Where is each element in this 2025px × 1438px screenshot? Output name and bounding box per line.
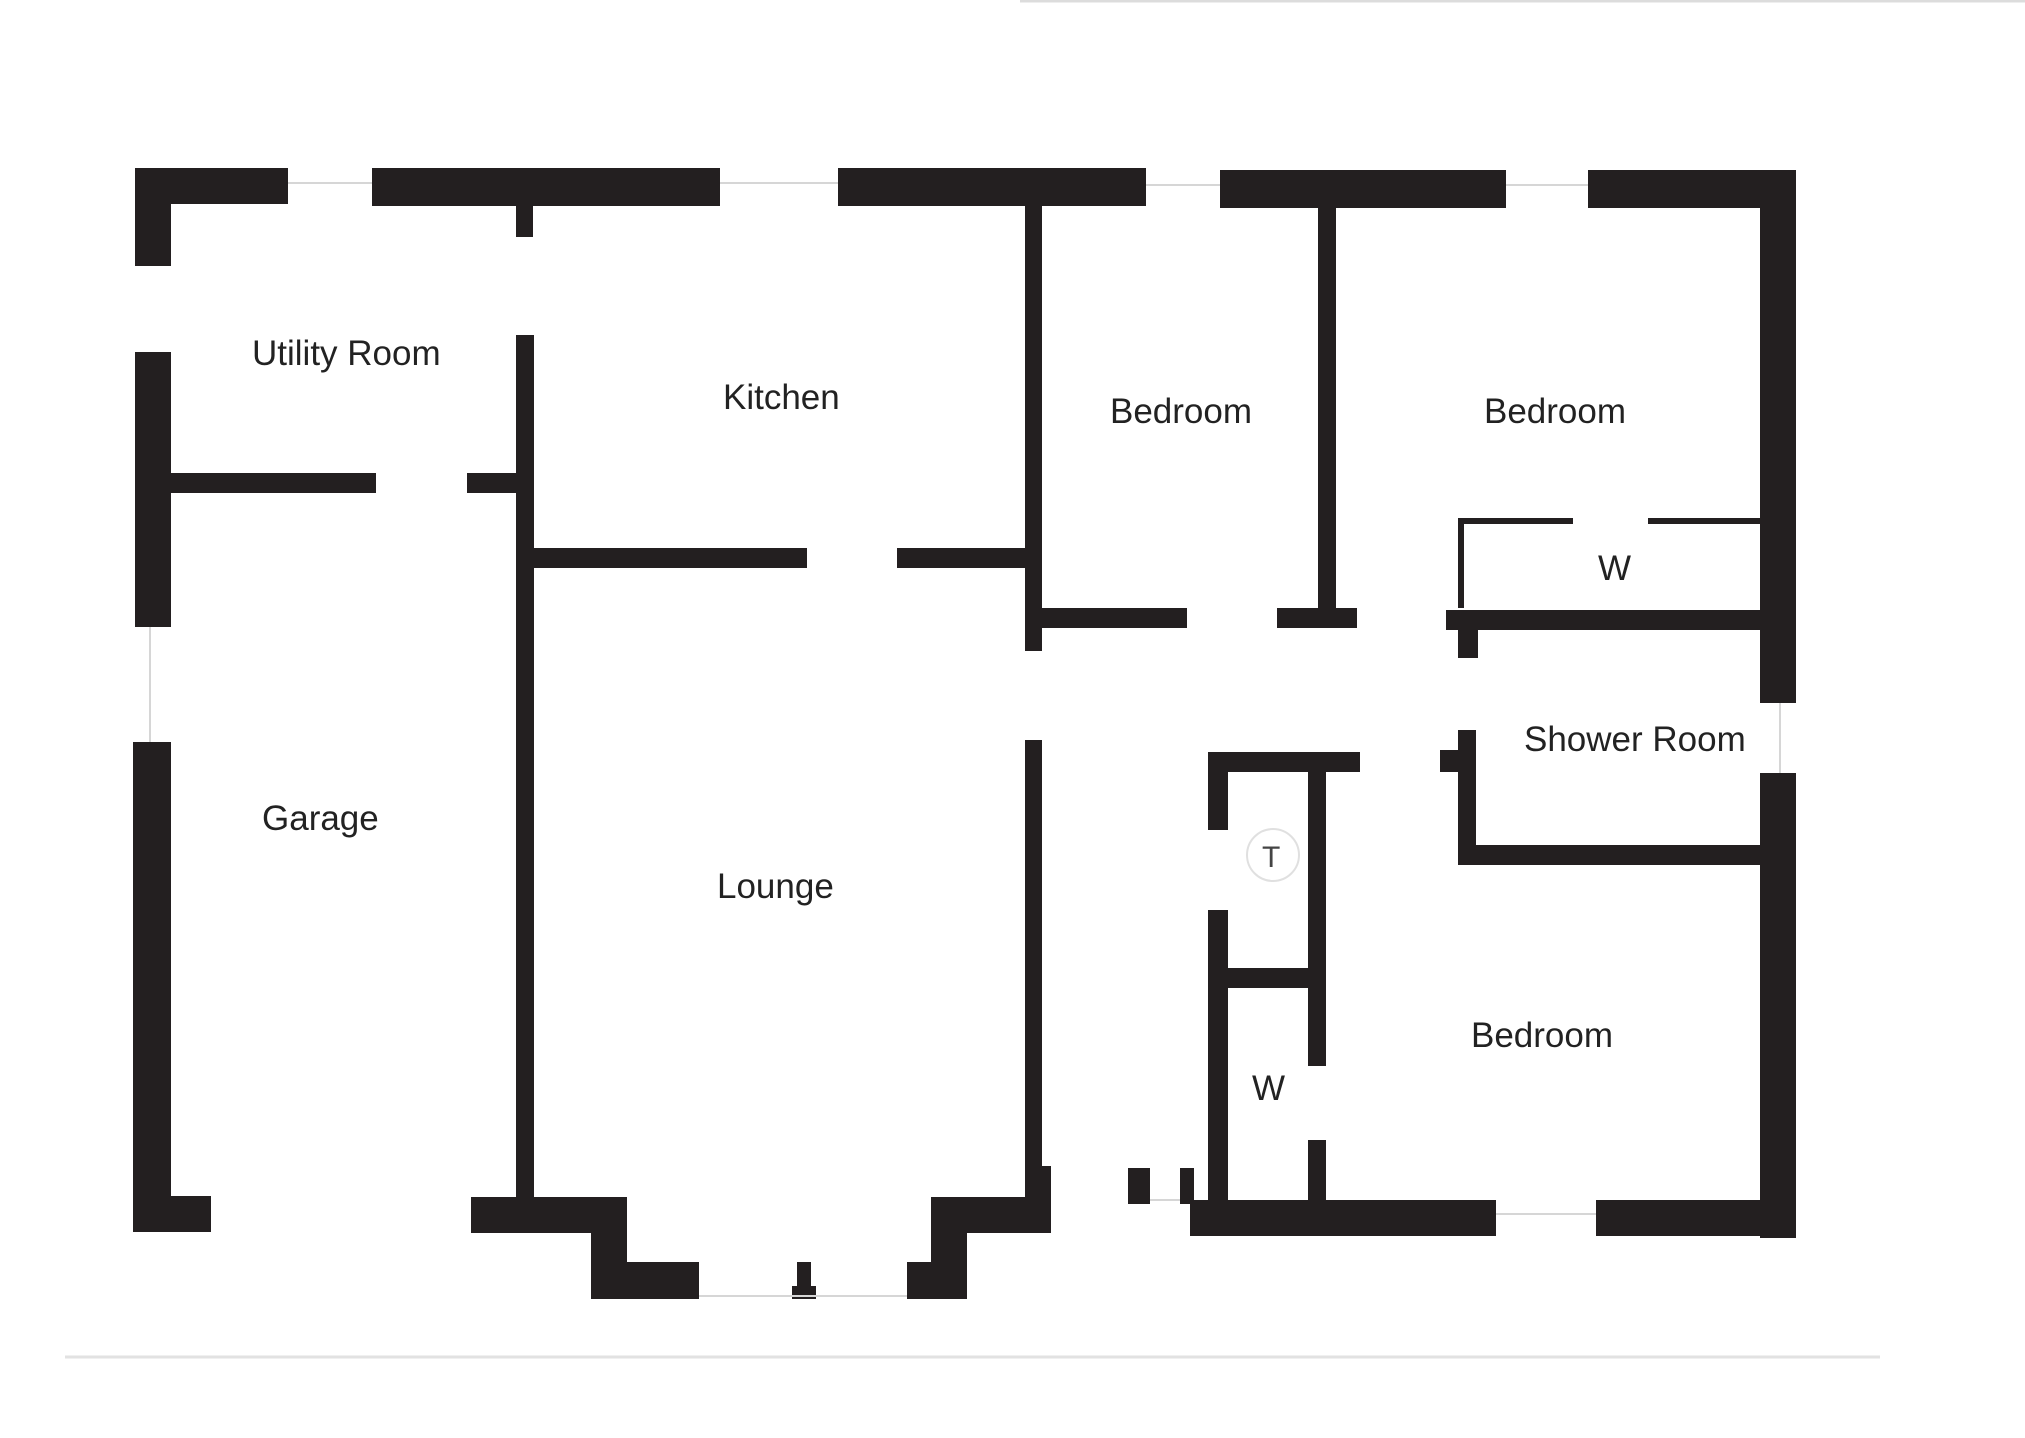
wall [1458,845,1760,865]
wall [1458,730,1476,862]
wall [1025,1166,1051,1202]
wall [1648,518,1760,524]
wall [516,335,534,1205]
wall [907,1262,967,1299]
wall [1025,206,1042,651]
wall [838,168,1146,206]
wall [1025,740,1042,1205]
windows [149,182,1781,1297]
wall [133,742,171,1232]
room-labels: Utility Room Kitchen Bedroom Bedroom W S… [252,334,1746,1108]
label-kitchen: Kitchen [723,378,840,417]
wall [1308,752,1326,1066]
wall [534,548,807,568]
wall [1440,750,1460,772]
label-tank: T [1262,841,1280,874]
wall [1596,1200,1796,1236]
wall [1228,968,1308,988]
wall [1042,608,1187,628]
label-bedroom-2: Bedroom [1484,392,1626,431]
wall [1760,773,1796,1238]
wall [897,548,1025,568]
wall [1277,608,1357,628]
wall [1208,910,1228,1200]
wall [1458,518,1464,608]
wall [1208,752,1360,772]
wall [1190,1200,1496,1236]
wall [135,352,171,627]
label-utility-room: Utility Room [252,334,441,373]
wall [1318,206,1336,618]
wall [1458,620,1478,658]
wall [1220,170,1506,208]
wall [1208,752,1228,830]
wall [1308,1140,1326,1204]
wall [516,200,533,237]
wall [467,473,518,493]
wall [591,1262,699,1299]
wall [1760,170,1796,703]
wall [133,1196,211,1232]
label-bedroom-1: Bedroom [1110,392,1252,431]
wall [372,168,720,206]
wall [171,473,376,493]
wall [1446,610,1760,630]
label-wardrobe-1: W [1598,549,1631,588]
label-lounge: Lounge [717,867,834,906]
wall [1180,1168,1194,1204]
walls [133,168,1796,1299]
wall [797,1262,811,1288]
label-garage: Garage [262,799,379,838]
tank-circle [1246,828,1300,882]
wall [1128,1192,1142,1204]
wall [135,168,171,266]
label-bedroom-3: Bedroom [1471,1016,1613,1055]
label-wardrobe-2: W [1252,1069,1285,1108]
label-shower-room: Shower Room [1524,720,1746,759]
wall [1458,518,1573,524]
